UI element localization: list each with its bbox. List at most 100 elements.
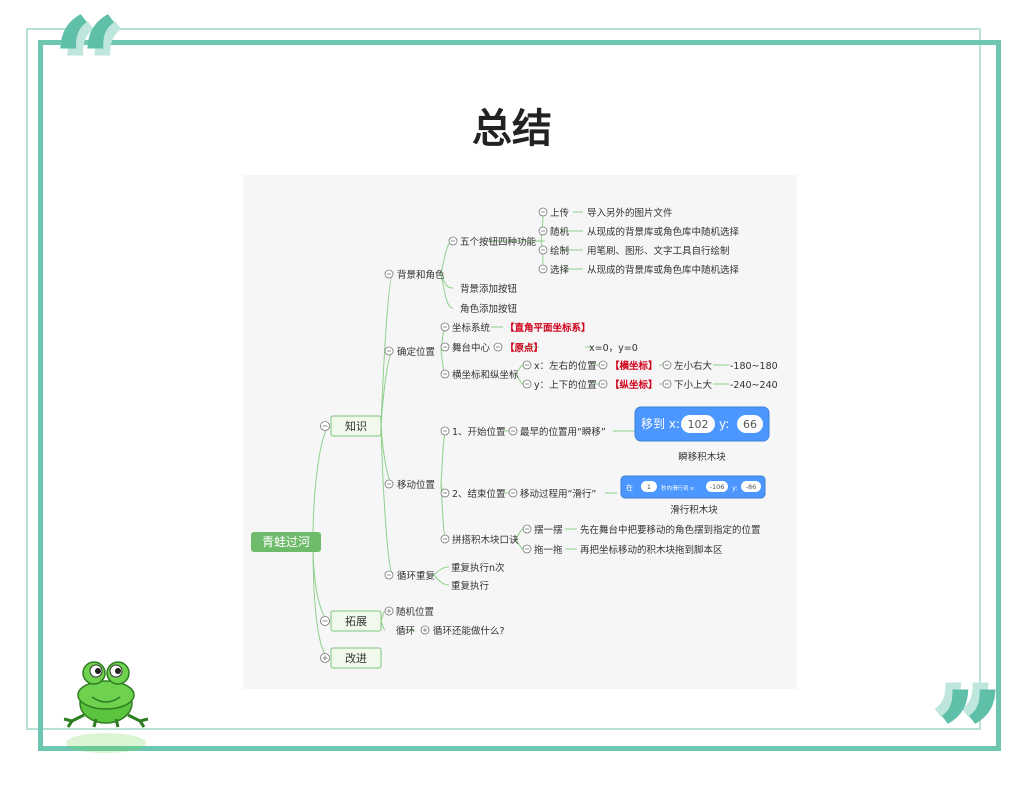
bg-label: 背景和角色: [397, 269, 445, 281]
loop-toggle-icon[interactable]: [384, 570, 394, 580]
know-toggle-icon[interactable]: [320, 421, 330, 431]
end-desc-toggle-icon[interactable]: [508, 488, 518, 498]
root-label: 青蛙过河: [262, 535, 310, 549]
y-name: 【纵坐标】: [610, 379, 658, 391]
node-expand-label: 拓展: [345, 614, 367, 628]
bg-toggle-icon[interactable]: [384, 269, 394, 279]
frog-illustration: [58, 655, 154, 769]
assemble-label: 拼搭积木块口诀: [452, 534, 519, 546]
choose-label: 选择: [550, 264, 570, 276]
expand-loop-q: 循环还能做什么?: [433, 625, 505, 637]
draw-desc: 用笔刷、图形、文字工具自行绘制: [587, 245, 730, 257]
glide-y-field: [741, 481, 761, 492]
glide-secs: 1: [647, 483, 651, 491]
glide-secs-field: [641, 481, 657, 492]
page-title: 总结: [472, 106, 552, 152]
start-desc-toggle-icon[interactable]: [508, 426, 518, 436]
axes-toggle-icon[interactable]: [440, 369, 450, 379]
center-toggle-icon[interactable]: [440, 342, 450, 352]
glide-in: 在: [626, 483, 633, 492]
axes-label: 横坐标和纵坐标: [452, 369, 519, 381]
node-know[interactable]: [330, 415, 382, 437]
swing-desc: 先在舞台中把要移动的角色摆到指定的位置: [580, 524, 761, 536]
y-rule-toggle-icon[interactable]: [662, 379, 672, 389]
add-bg-label: 背景添加按钮: [460, 283, 518, 295]
loop-forever: 重复执行: [451, 580, 490, 592]
node-improve[interactable]: [330, 647, 382, 669]
drag-label: 拖一拖: [534, 544, 563, 556]
glide-x-value: -106: [710, 483, 725, 491]
upload-desc: 导入另外的图片文件: [587, 207, 673, 219]
x-name-toggle-icon[interactable]: [598, 360, 608, 370]
draw-toggle-icon[interactable]: [538, 245, 548, 255]
expand-toggle-icon[interactable]: [320, 616, 330, 626]
assemble-toggle-icon[interactable]: [440, 534, 450, 544]
expand-loop-label: 循环: [396, 625, 415, 637]
x-name: 【横坐标】: [610, 360, 658, 372]
inner-frame: [38, 40, 1001, 751]
move-toggle-icon[interactable]: [384, 479, 394, 489]
coord-toggle-icon[interactable]: [440, 322, 450, 332]
upload-toggle-icon[interactable]: [538, 207, 548, 217]
swing-toggle-icon[interactable]: [522, 524, 532, 534]
upload-label: 上传: [550, 207, 570, 219]
drag-toggle-icon[interactable]: [522, 544, 532, 554]
goto-y-value: 66: [743, 418, 757, 431]
x-rule-toggle-icon[interactable]: [662, 360, 672, 370]
coord-value: 【直角平面坐标系】: [505, 322, 591, 334]
goto-caption: 瞬移积木块: [678, 451, 726, 463]
x-label: x：左右的位置: [534, 360, 597, 372]
x-rule: 左小右大: [674, 360, 713, 372]
random-pos-label: 随机位置: [396, 606, 434, 618]
draw-label: 绘制: [550, 245, 569, 257]
five-label: 五个按钮四种功能: [460, 236, 537, 248]
start-toggle-icon[interactable]: [440, 426, 450, 436]
y-name-toggle-icon[interactable]: [598, 379, 608, 389]
glide-mid: 秒内滑行到 x:: [661, 484, 696, 492]
random-toggle-icon[interactable]: [538, 226, 548, 236]
node-improve-label: 改进: [345, 651, 367, 665]
end-label: 2、结束位置: [452, 488, 506, 500]
open-quote-icon: “: [52, 0, 122, 132]
origin-value: x=0，y=0: [589, 343, 638, 354]
goto-y-field: [737, 415, 763, 433]
add-sprite-label: 角色添加按钮: [460, 303, 518, 315]
drag-desc: 再把坐标移动的积木块拖到脚本区: [580, 544, 723, 556]
random-label: 随机: [550, 226, 570, 238]
origin-toggle-icon[interactable]: [493, 342, 503, 352]
five-toggle-icon[interactable]: [448, 236, 458, 246]
goto-prefix: 移到 x:: [641, 417, 680, 431]
random-desc: 从现成的背景库或角色库中随机选择: [587, 226, 740, 238]
end-desc: 移动过程用“滑行”: [520, 488, 596, 500]
root-node: [251, 532, 321, 552]
x-toggle-icon[interactable]: [522, 360, 532, 370]
x-range: -180~180: [730, 361, 778, 372]
glide-block: [620, 475, 766, 499]
move-label: 移动位置: [397, 479, 435, 491]
y-label: y：上下的位置: [534, 379, 597, 391]
y-toggle-icon[interactable]: [522, 379, 532, 389]
random-pos-toggle-icon[interactable]: [384, 606, 394, 616]
glide-y-label: y:: [732, 484, 738, 492]
expand-loop-toggle-icon[interactable]: [420, 625, 430, 635]
y-rule: 下小上大: [674, 379, 713, 391]
node-know-label: 知识: [345, 419, 367, 433]
pos-label: 确定位置: [397, 346, 435, 358]
choose-desc: 从现成的背景库或角色库中随机选择: [587, 264, 740, 276]
goto-y-label: y:: [719, 417, 729, 431]
end-toggle-icon[interactable]: [440, 488, 450, 498]
choose-toggle-icon[interactable]: [538, 264, 548, 274]
mindmap: 青蛙过河 知识 拓展 改进 背景和角色 五个按钮四种功能 上传 导入另外的图片文…: [243, 175, 797, 689]
start-label: 1、开始位置: [452, 426, 506, 438]
glide-caption: 滑行积木块: [670, 504, 718, 516]
close-quote-icon: ”: [936, 665, 1006, 806]
glide-y-value: -86: [746, 483, 757, 491]
outer-frame: [26, 28, 981, 730]
loop-label: 循环重复: [397, 570, 436, 582]
y-range: -240~240: [730, 380, 778, 391]
origin-label: 【原点】: [505, 342, 543, 354]
improve-toggle-icon[interactable]: [320, 653, 330, 663]
glide-x-field: [706, 481, 728, 492]
pos-toggle-icon[interactable]: [384, 346, 394, 356]
frog-icon: [63, 661, 149, 753]
